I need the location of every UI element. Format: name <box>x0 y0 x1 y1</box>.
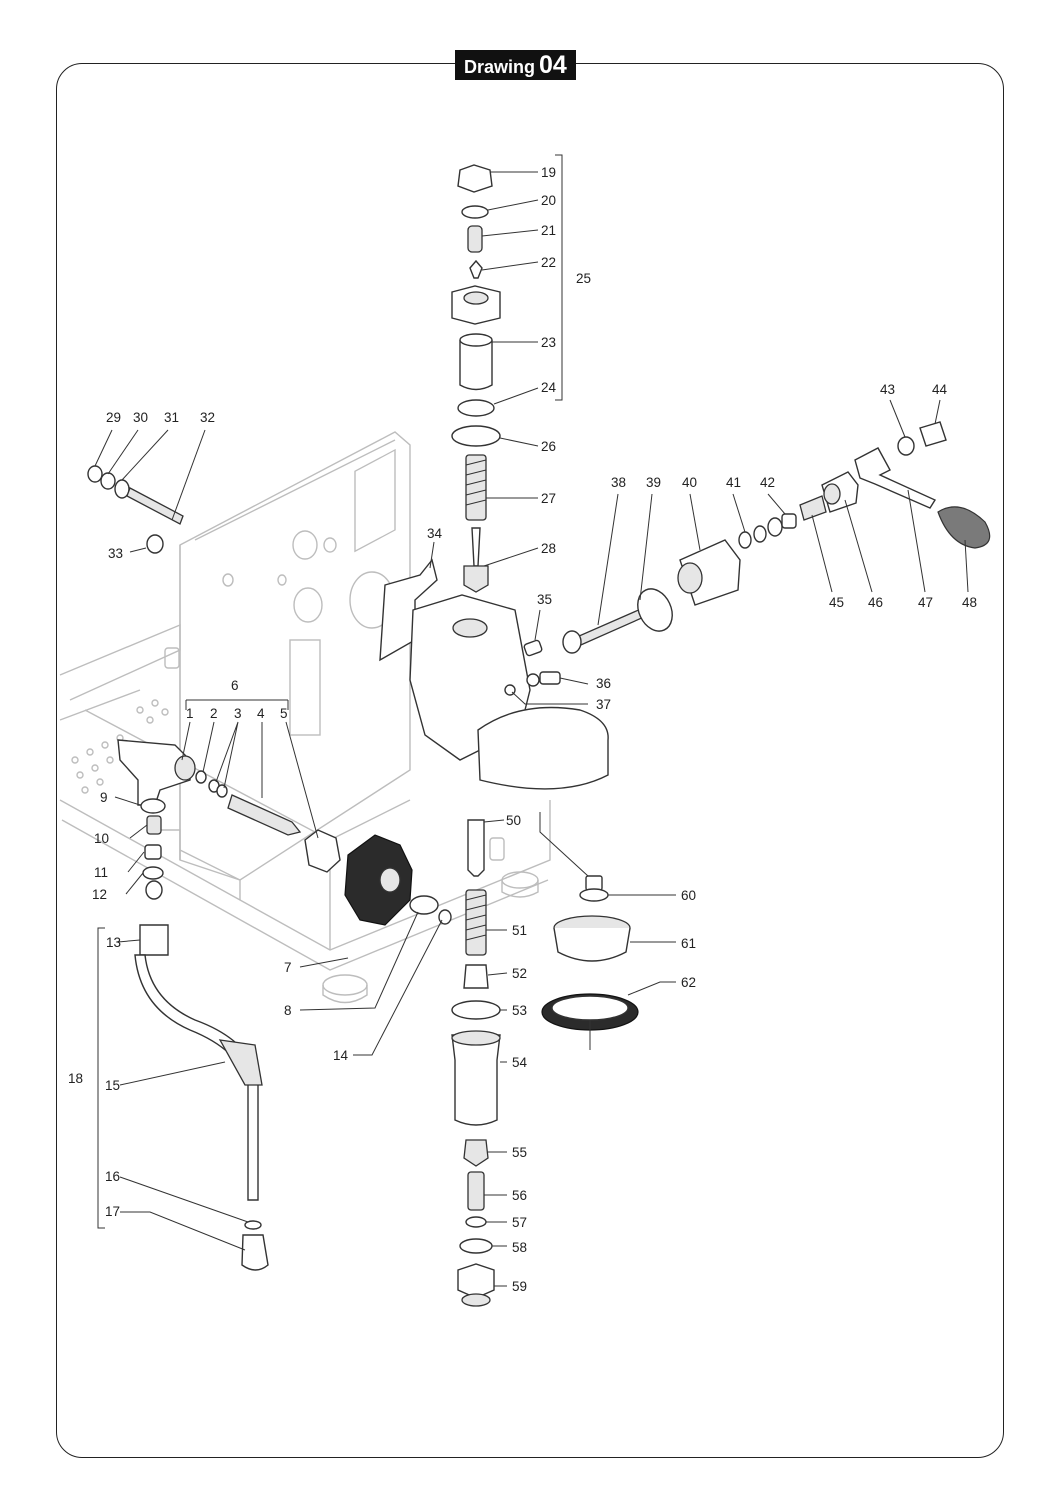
upper-valve-column <box>451 164 501 593</box>
callout-11: 11 <box>94 865 108 880</box>
callout-24: 24 <box>541 380 557 395</box>
drawing-title-number: 04 <box>539 51 567 79</box>
callout-54: 54 <box>512 1055 528 1070</box>
callout-21: 21 <box>541 223 556 238</box>
callout-55: 55 <box>512 1145 527 1160</box>
callout-25: 25 <box>576 271 591 286</box>
callout-58: 58 <box>512 1240 527 1255</box>
callout-52: 52 <box>512 966 527 981</box>
callout-60: 60 <box>681 888 696 903</box>
callout-30: 30 <box>133 410 148 425</box>
callout-33: 33 <box>108 546 123 561</box>
callout-9: 9 <box>100 790 108 805</box>
callout-18: 18 <box>68 1071 83 1086</box>
lever-assembly <box>562 421 991 654</box>
callout-40: 40 <box>682 475 697 490</box>
callout-29: 29 <box>106 410 121 425</box>
callout-45: 45 <box>829 595 844 610</box>
callout-23: 23 <box>541 335 556 350</box>
callout-48: 48 <box>962 595 977 610</box>
callout-19: 19 <box>541 165 556 180</box>
callout-61: 61 <box>681 936 696 951</box>
callout-38: 38 <box>611 475 626 490</box>
callout-28: 28 <box>541 541 556 556</box>
callout-51: 51 <box>512 923 527 938</box>
callout-57: 57 <box>512 1215 527 1230</box>
drawing-title-tab: Drawing 04 <box>455 50 576 80</box>
callout-15: 15 <box>105 1078 120 1093</box>
callout-22: 22 <box>541 255 556 270</box>
steam-valve <box>117 739 452 926</box>
callout-35: 35 <box>537 592 552 607</box>
lower-valve-column <box>451 819 501 1307</box>
callout-43: 43 <box>880 382 895 397</box>
callout-59: 59 <box>512 1279 527 1294</box>
callout-1: 1 <box>186 706 194 721</box>
callout-4: 4 <box>257 706 265 721</box>
callout-37: 37 <box>596 697 611 712</box>
filter-parts <box>541 875 639 1031</box>
callout-13: 13 <box>106 935 121 950</box>
callout-3: 3 <box>234 706 242 721</box>
callout-31: 31 <box>164 410 179 425</box>
callout-7: 7 <box>284 960 292 975</box>
callout-44: 44 <box>932 382 948 397</box>
callout-50: 50 <box>506 813 521 828</box>
callout-6: 6 <box>231 678 239 693</box>
bracket-25 <box>555 154 563 401</box>
leader-lines <box>94 171 969 1287</box>
callout-20: 20 <box>541 193 556 208</box>
callout-36: 36 <box>596 676 611 691</box>
callout-5: 5 <box>280 706 288 721</box>
callout-34: 34 <box>427 526 443 541</box>
callout-16: 16 <box>105 1169 120 1184</box>
callout-41: 41 <box>726 475 741 490</box>
steam-wand <box>134 798 269 1271</box>
pin-assembly <box>87 465 184 554</box>
callout-62: 62 <box>681 975 696 990</box>
callout-17: 17 <box>105 1204 120 1219</box>
callout-10: 10 <box>94 831 109 846</box>
callout-47: 47 <box>918 595 933 610</box>
group-body <box>379 558 609 790</box>
callout-12: 12 <box>92 887 107 902</box>
callout-2: 2 <box>210 706 218 721</box>
callout-labels: 19 20 21 22 25 23 24 26 27 28 29 30 31 3… <box>68 165 977 1294</box>
callout-8: 8 <box>284 1003 292 1018</box>
callout-14: 14 <box>333 1048 349 1063</box>
drawing-title-word: Drawing <box>464 57 536 77</box>
callout-32: 32 <box>200 410 215 425</box>
callout-26: 26 <box>541 439 556 454</box>
callout-42: 42 <box>760 475 775 490</box>
callout-53: 53 <box>512 1003 527 1018</box>
callout-46: 46 <box>868 595 883 610</box>
callout-27: 27 <box>541 491 556 506</box>
callout-56: 56 <box>512 1188 527 1203</box>
bracket-18 <box>97 927 105 1229</box>
callout-39: 39 <box>646 475 661 490</box>
